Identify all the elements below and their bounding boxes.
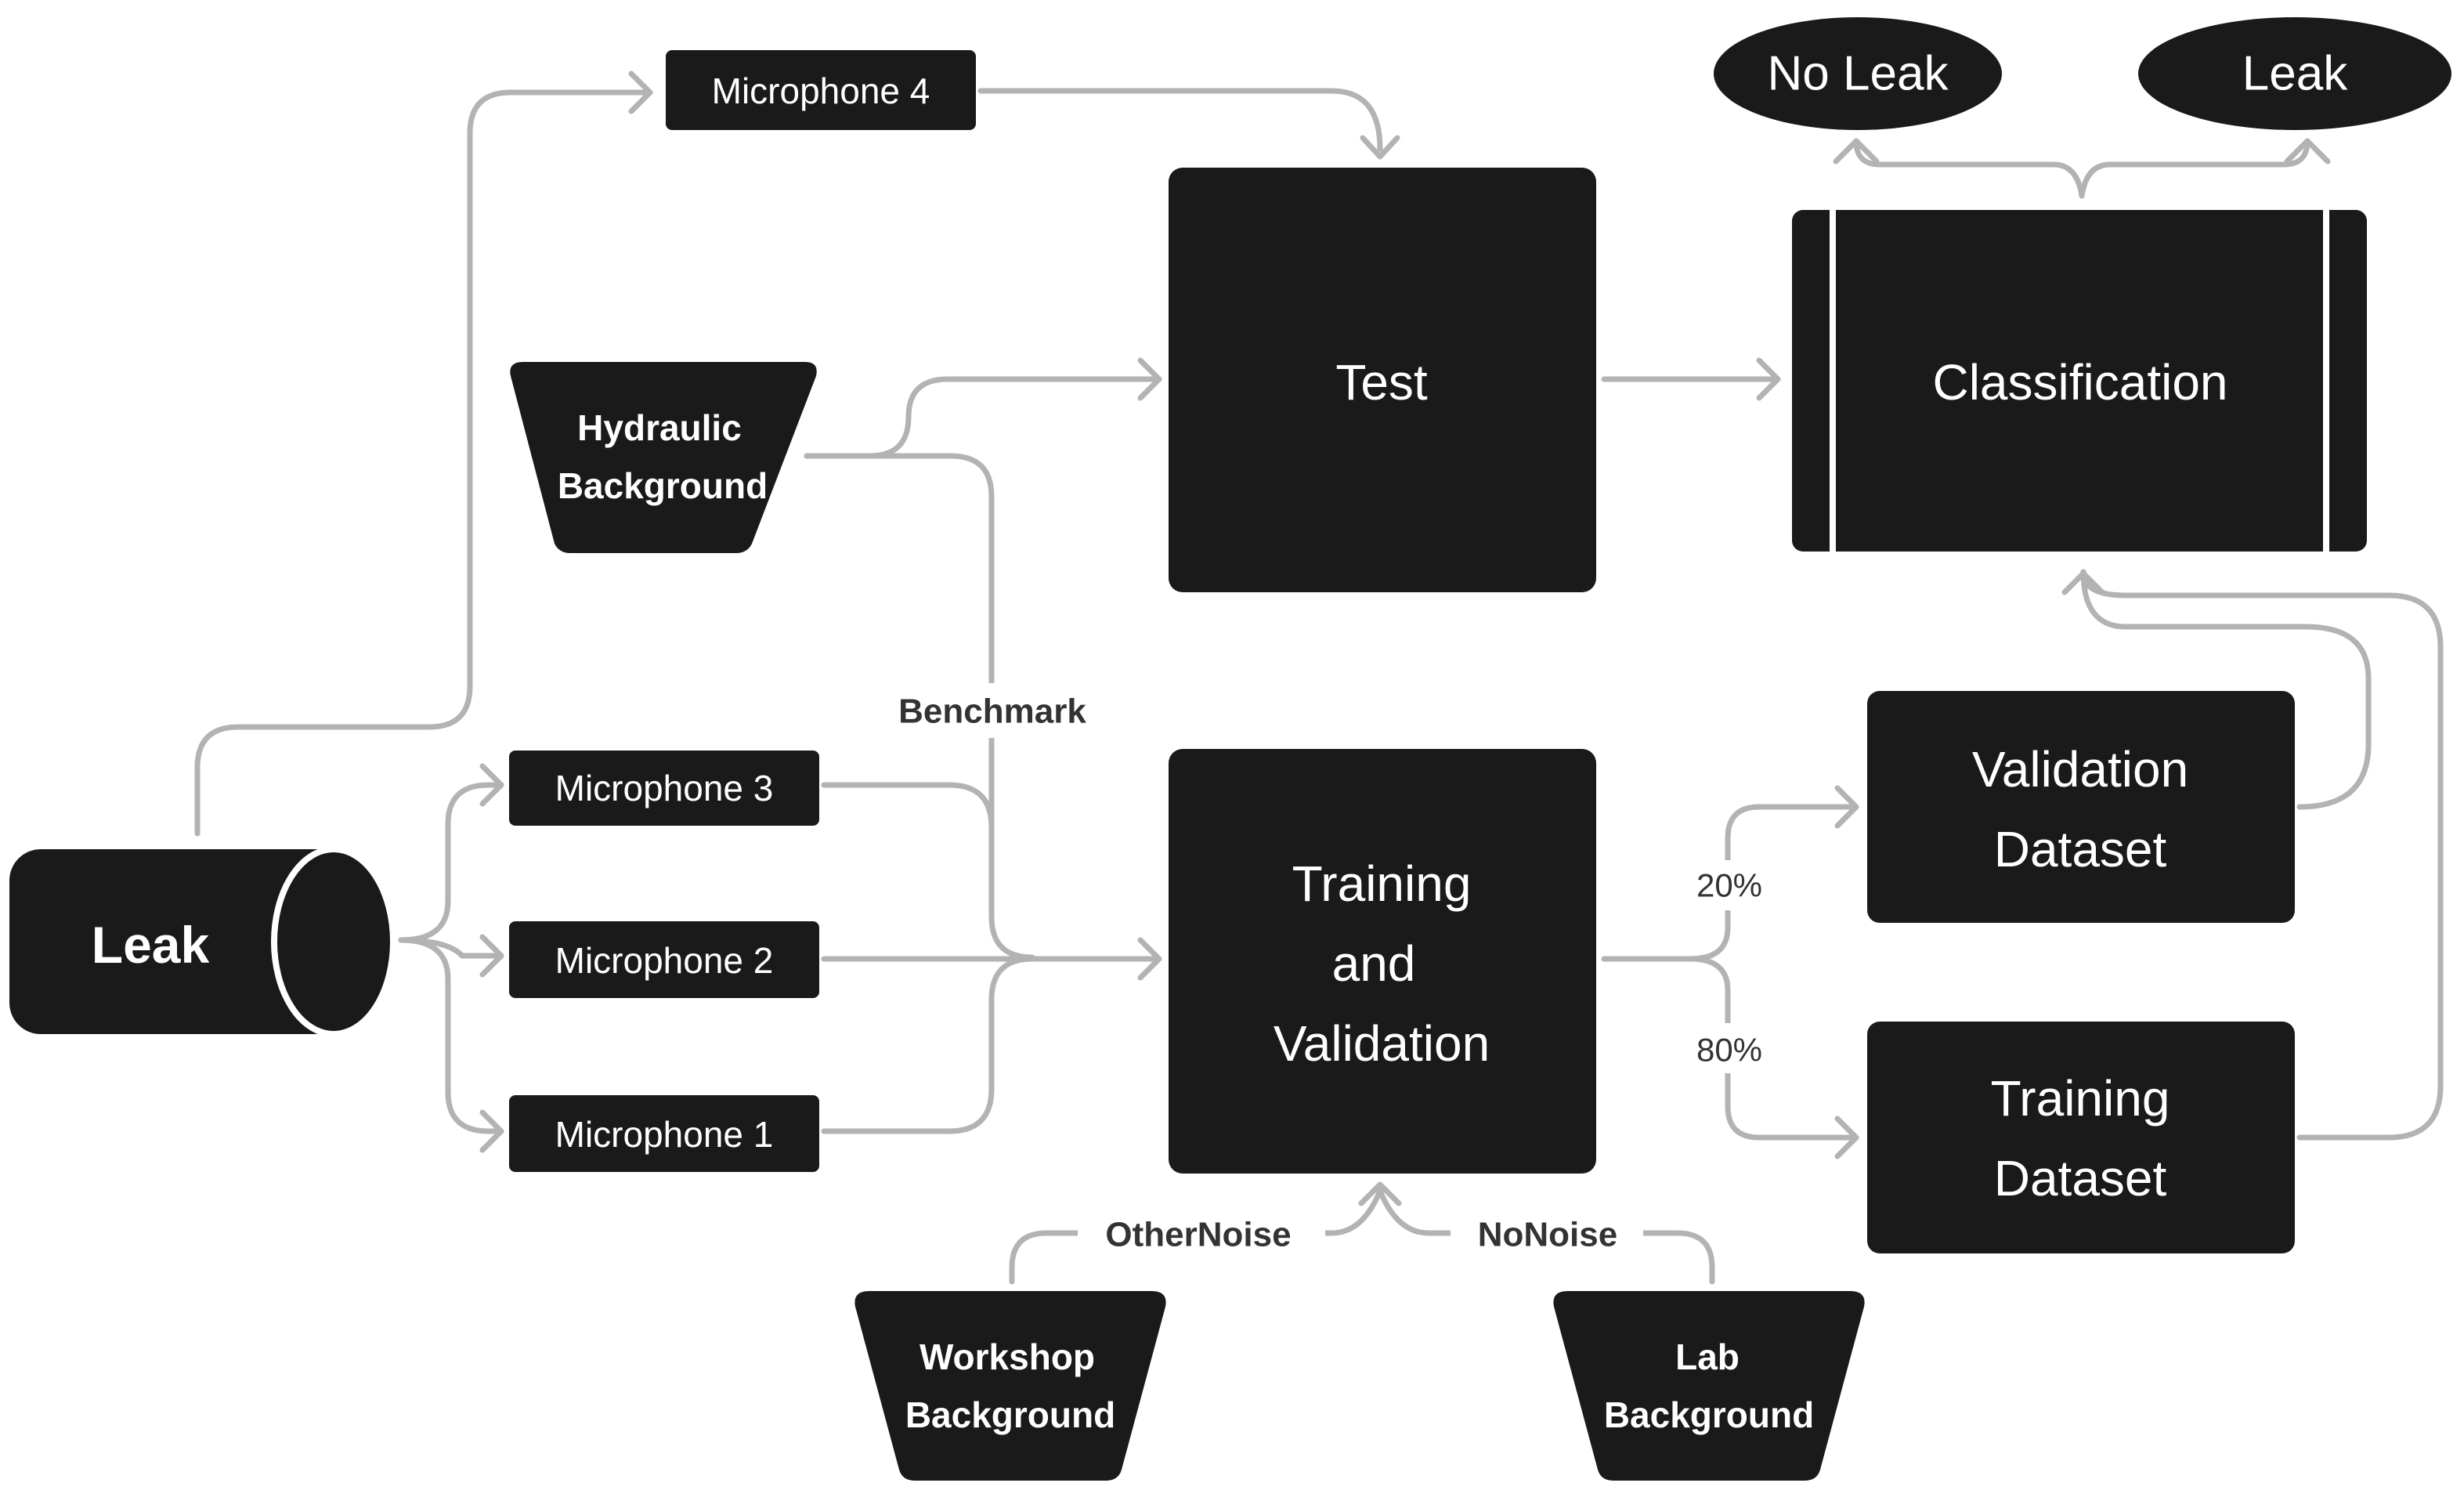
node-lab-background-line-1: Lab [1675,1336,1740,1377]
connectors [194,71,2444,1285]
edge-classification-to-outcomes [1853,138,2310,199]
node-test-label: Test [1335,354,1428,411]
edge-training-split-training [1687,956,1859,1141]
arrowhead-microphone-1 [479,1109,504,1153]
edge-labels: Benchmark OtherNoise NoNoise 20% 80% [879,683,1775,1261]
arrowhead-classification-left [1756,357,1781,401]
label-split-20: 20% [1696,867,1762,904]
node-classification: Classification [1792,210,2367,552]
arrowhead-validation-dataset [1834,785,1859,829]
node-training-and-validation-line-2: and [1332,935,1416,992]
node-leak-label: Leak [92,916,210,974]
node-leak-result: Leak [2138,17,2451,130]
label-no-noise: NoNoise [1478,1216,1617,1254]
label-benchmark: Benchmark [898,693,1086,731]
node-microphone-1-label: Microphone 1 [555,1114,774,1155]
edge-leak-to-microphone-1 [398,937,504,1134]
node-microphone-4-label: Microphone 4 [712,71,930,111]
arrowhead-classification-bottom [2061,570,2105,595]
node-validation-dataset-line-1: Validation [1972,741,2188,798]
node-training-dataset-line-2: Dataset [1994,1150,2167,1206]
node-training-and-validation-line-1: Training [1292,855,1472,912]
edge-validation-dataset-to-classification [2080,569,2372,810]
node-microphone-2-label: Microphone 2 [555,940,774,981]
node-test: Test [1169,168,1596,592]
node-workshop-background-line-1: Workshop [919,1336,1095,1377]
arrowhead-leak-result [2284,138,2331,165]
node-hydraulic-background: Hydraulic Background [510,362,817,553]
arrowhead-microphone-2 [479,934,504,978]
node-hydraulic-background-line-2: Background [558,465,768,506]
edge-hydraulic-to-training-benchmark [804,453,995,920]
node-validation-dataset: Validation Dataset [1867,691,2295,923]
arrowhead-training-bottom [1358,1181,1402,1206]
node-leak-result-label: Leak [2242,47,2348,101]
edge-leak-to-microphone-4 [194,89,653,837]
edge-leak-to-microphone-3 [398,782,504,943]
node-microphone-1: Microphone 1 [509,1095,819,1172]
node-microphone-4: Microphone 4 [666,50,976,130]
arrowhead-test-top [1360,135,1400,160]
node-training-dataset-line-1: Training [1991,1070,2170,1127]
node-training-and-validation-line-3: Validation [1274,1015,1490,1072]
node-training-and-validation: Training and Validation [1169,749,1596,1174]
arrowhead-microphone-3 [479,763,504,807]
node-microphone-2: Microphone 2 [509,921,819,998]
arrowhead-microphone-4 [628,71,653,114]
node-classification-label: Classification [1932,354,2227,411]
label-split-80: 80% [1696,1032,1762,1069]
node-lab-background-line-2: Background [1604,1394,1814,1435]
node-lab-background: Lab Background [1553,1291,1865,1481]
node-workshop-background: Workshop Background [854,1291,1166,1481]
label-other-noise: OtherNoise [1105,1216,1291,1254]
arrowhead-test-left [1137,357,1162,401]
node-leak: Leak [9,846,396,1037]
node-hydraulic-background-line-1: Hydraulic [577,407,742,448]
arrowhead-no-leak [1833,138,1880,165]
node-microphone-3: Microphone 3 [509,750,819,826]
node-training-dataset: Training Dataset [1867,1022,2295,1253]
node-no-leak: No Leak [1714,17,2002,130]
node-microphone-3-label: Microphone 3 [555,768,774,808]
edge-microphone-1-to-training [821,956,1035,1134]
arrowhead-training-left [1137,937,1162,981]
edge-microphone-3-to-training [821,782,1035,960]
edge-microphone-4-to-test [977,88,1383,152]
node-workshop-background-line-2: Background [905,1394,1115,1435]
arrowhead-training-dataset [1834,1116,1859,1159]
node-validation-dataset-line-2: Dataset [1994,821,2167,877]
node-no-leak-label: No Leak [1768,47,1949,101]
edge-hydraulic-to-test [804,376,1162,459]
